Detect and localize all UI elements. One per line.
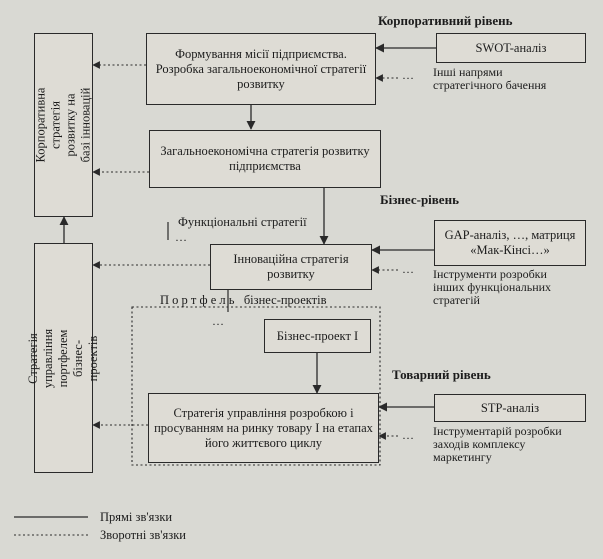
corporate-innovation-strategy-box: Корпоративна стратегія розвитку на базі … [34, 33, 93, 217]
portfolio-management-strategy-label: Стратегія управління портфелем бізнес-пр… [26, 328, 100, 388]
note-other-directions: Інші напрями стратегічного бачення [433, 65, 547, 92]
functional-strategies-label: Функціональні стратегії [178, 215, 307, 229]
legend-feedback-label: Зворотні зв'язки [100, 528, 186, 542]
ellipsis-portfolio: … [212, 314, 225, 328]
level-corporate: Корпоративний рівень [378, 13, 513, 28]
level-business: Бізнес-рівень [380, 192, 459, 207]
portfolio-management-strategy-box: Стратегія управління портфелем бізнес-пр… [26, 243, 100, 473]
note-marketing-tools: Інструментарій розробки заходів комплекс… [433, 424, 562, 464]
note-other-functional-tools: Інструменти розробки інших функціональни… [433, 267, 552, 307]
legend-direct-label: Прямі зв'язки [100, 510, 173, 524]
swot-analysis-box: SWOT-аналіз [436, 33, 586, 63]
innovation-strategy-box: Інноваційна стратегія розвитку [210, 244, 372, 290]
portfolio-label: П о р т ф е л ь бізнес-проектів [160, 293, 327, 307]
ellipsis-product: … [402, 428, 415, 442]
general-strategy-box: Загальноекономічна стратегія розвитку пі… [149, 130, 381, 188]
stp-analysis-box: STP-аналіз [434, 394, 586, 422]
ellipsis-functional: … [175, 230, 188, 244]
corporate-innovation-strategy-label: Корпоративна стратегія розвитку на базі … [33, 87, 93, 163]
level-product: Товарний рівень [392, 367, 491, 382]
ellipsis-corporate: … [402, 68, 415, 82]
mission-box: Формування місії підприємства. Розробка … [146, 33, 376, 105]
business-project-box: Бізнес-проект I [264, 319, 371, 353]
gap-analysis-box: GAP-аналіз, …, матриця «Мак-Кінсі…» [434, 220, 586, 266]
ellipsis-business: … [402, 262, 415, 276]
product-strategy-box: Стратегія управління розробкою і просува… [148, 393, 379, 463]
